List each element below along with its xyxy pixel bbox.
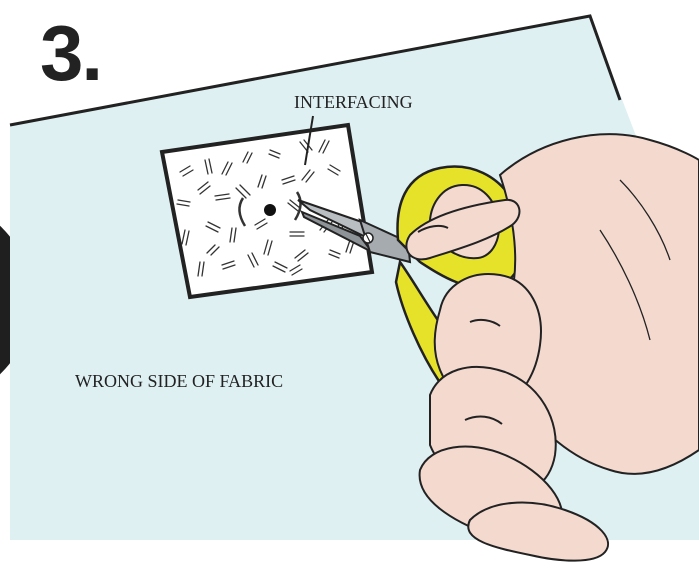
interfacing-label: INTERFACING — [294, 92, 413, 113]
fabric-side-label: WRONG SIDE OF FABRIC — [75, 371, 283, 392]
marked-dot-icon — [264, 204, 276, 216]
step-number: 3. — [40, 14, 101, 92]
